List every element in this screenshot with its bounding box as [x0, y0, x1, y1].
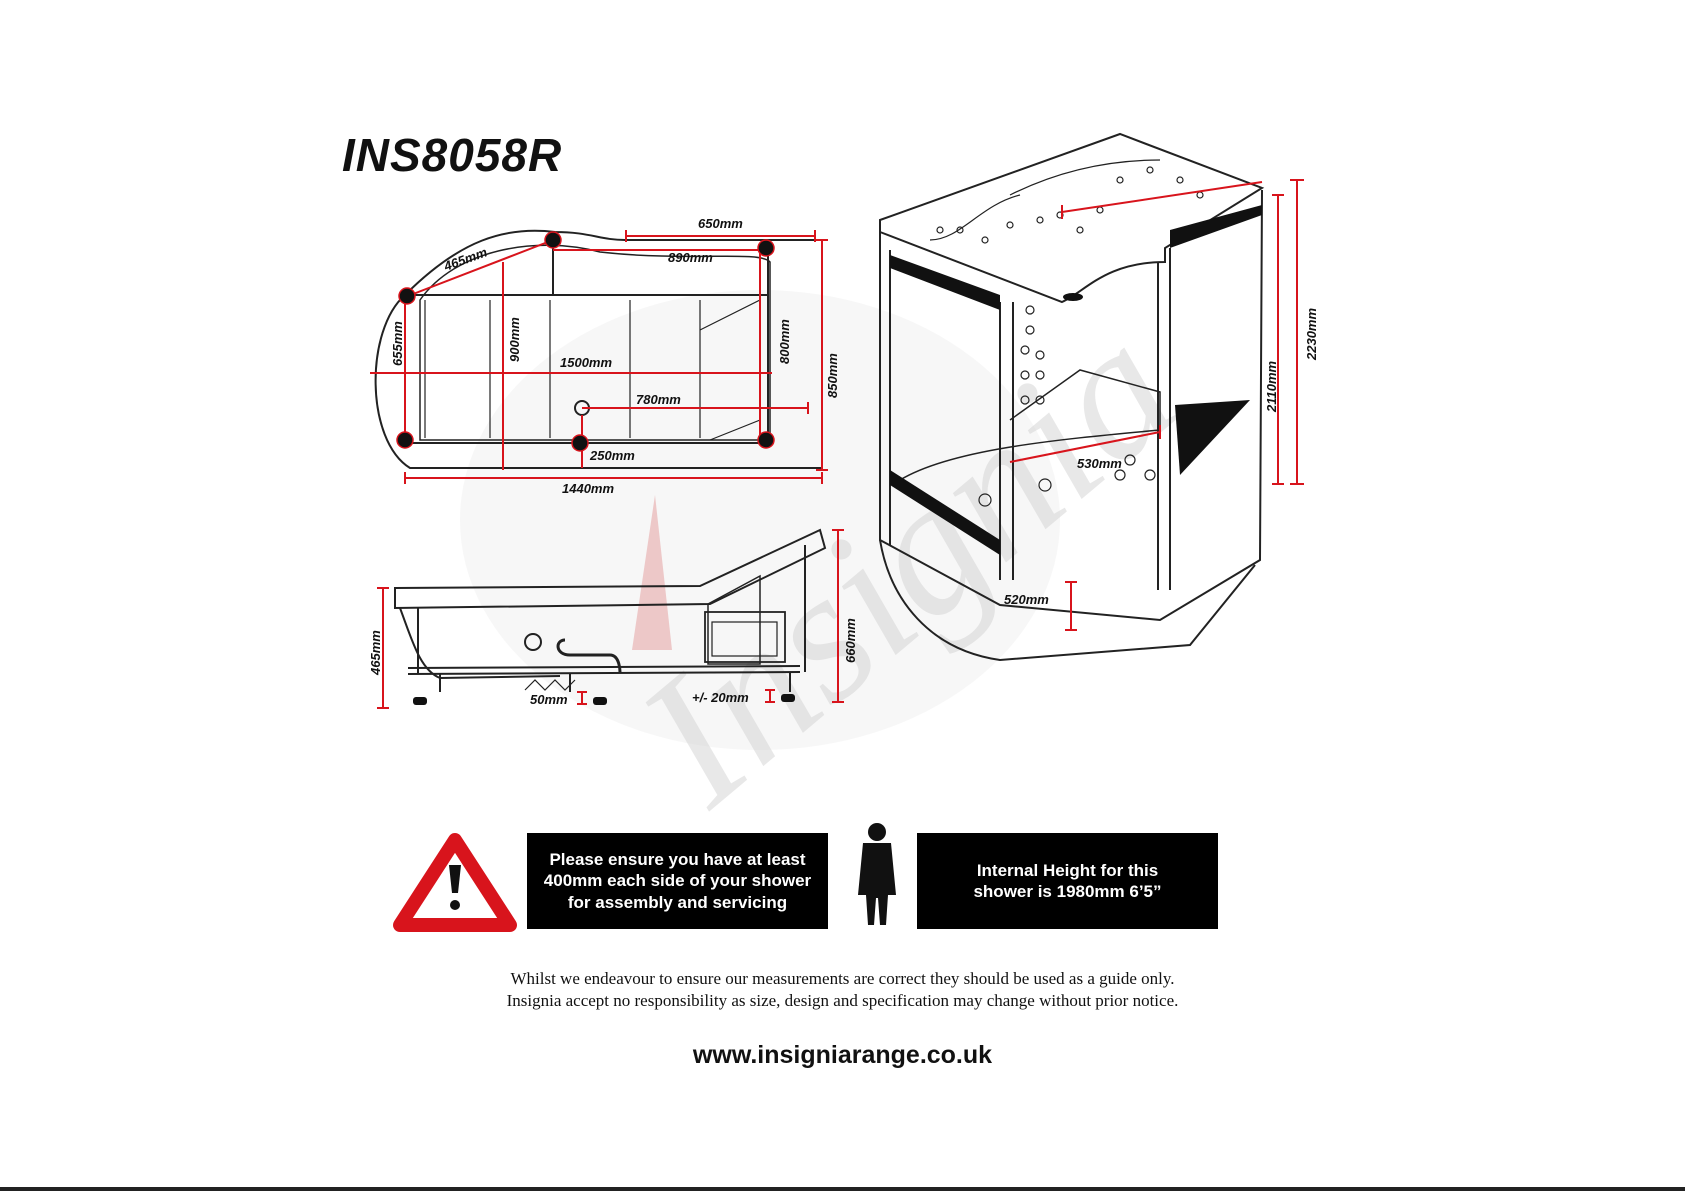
dim-520: 520mm	[1004, 592, 1049, 607]
perspective-view	[879, 132, 1265, 662]
dim-530: 530mm	[1077, 456, 1122, 471]
internal-height-notice: Internal Height for this shower is 1980m…	[917, 833, 1218, 929]
top-view-dimensions	[370, 230, 828, 484]
dim-800: 800mm	[777, 319, 792, 364]
dim-250: 250mm	[589, 448, 635, 463]
person-icon	[858, 823, 896, 925]
clearance-notice: Please ensure you have at least 400mm ea…	[527, 833, 828, 929]
dim-780: 780mm	[636, 392, 681, 407]
dim-2230: 2230mm	[1304, 308, 1319, 361]
dim-50: 50mm	[530, 692, 568, 707]
dim-2110: 2110mm	[1264, 360, 1279, 413]
side-view	[394, 528, 827, 692]
disclaimer: Whilst we endeavour to ensure our measur…	[300, 968, 1385, 1012]
side-view-dimensions	[377, 529, 844, 709]
dim-1500: 1500mm	[560, 355, 612, 370]
perspective-dimensions	[1009, 179, 1304, 631]
dim-890: 890mm	[668, 250, 713, 265]
disclaimer-line-1: Whilst we endeavour to ensure our measur…	[510, 969, 1175, 988]
dim-20: +/- 20mm	[692, 690, 749, 705]
dim-465-side: 465mm	[368, 630, 383, 676]
dim-655: 655mm	[390, 321, 405, 366]
bottom-border	[0, 1187, 1685, 1191]
dim-660: 660mm	[843, 618, 858, 663]
model-title: INS8058R	[342, 129, 563, 181]
website-link[interactable]: www.insigniarange.co.uk	[692, 1041, 993, 1069]
disclaimer-line-2: Insignia accept no responsibility as siz…	[506, 991, 1179, 1010]
perspective-panels	[890, 205, 1262, 555]
dim-650: 650mm	[698, 216, 743, 231]
warning-icon	[393, 833, 517, 932]
top-view-posts	[396, 231, 775, 452]
dim-1440: 1440mm	[562, 481, 614, 496]
side-view-feet	[413, 694, 795, 705]
dim-900: 900mm	[507, 317, 522, 362]
dim-850: 850mm	[825, 353, 840, 398]
